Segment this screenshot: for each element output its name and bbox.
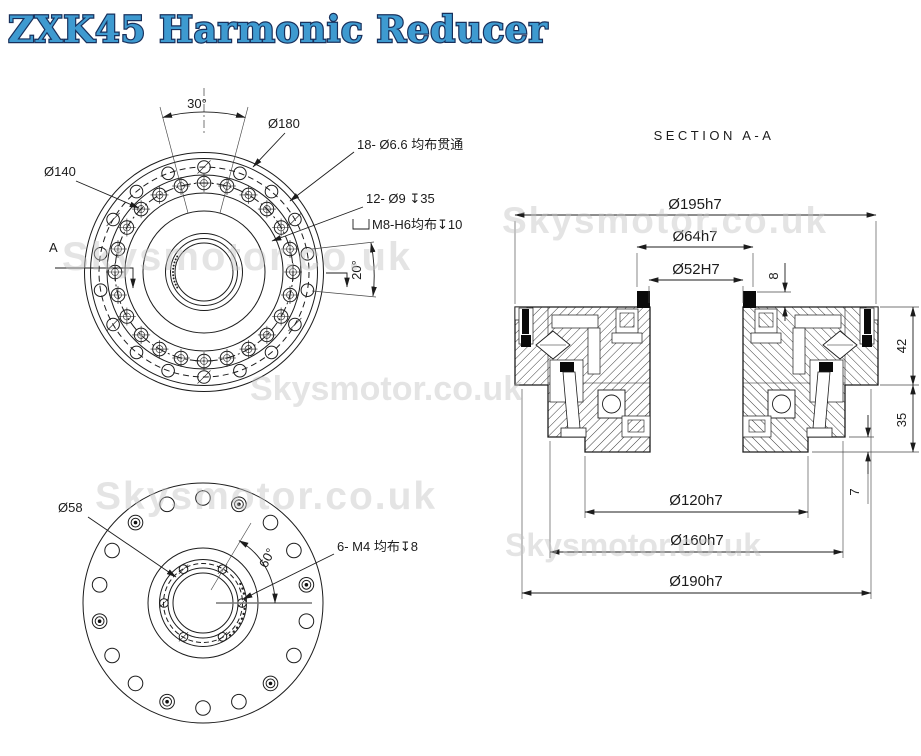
note-18-holes: 18- Ø6.6 均布贯通: [357, 137, 463, 152]
leader-dia-58: [87, 516, 177, 578]
dim-8: 8: [766, 272, 781, 279]
outer-seal: [522, 309, 529, 334]
section-cut-arrow: [55, 267, 136, 289]
dim-dia-180: Ø180: [268, 116, 300, 131]
watermark-text: Skysmotor.co.uk: [95, 475, 437, 518]
section-title: SECTION A-A: [654, 128, 775, 143]
dim-dia-58: Ø58: [58, 500, 83, 515]
dim-35: 35: [894, 413, 909, 427]
note-12-holes: 12- Ø9 ↧35: [366, 191, 435, 206]
ball-bearing: [602, 394, 621, 414]
watermark-text: Skysmotor.co.uk: [502, 200, 828, 241]
dim-angle-30: 30°: [187, 96, 207, 111]
section-left-half: [514, 291, 651, 453]
bottom-view: 60° Ø58 6- M4 均布↧8: [58, 482, 418, 724]
note-m8-thread: M8-H6均布↧10: [372, 217, 462, 232]
leader-dia-140: [75, 180, 140, 209]
front-inner-screw-holes: [106, 174, 302, 370]
bottom-outer-bolt-holes: [91, 490, 315, 716]
watermark-text: Skysmotor.co.uk: [505, 527, 761, 563]
datum-pointer: [326, 272, 350, 288]
front-outer-bolt-holes: [93, 160, 315, 384]
section-right-half: [742, 290, 879, 453]
section-cut-label: A: [49, 240, 58, 255]
watermark-text: Skysmotor.co.uk: [250, 370, 522, 408]
dim-dia-195: Ø195h7: [668, 196, 721, 213]
watermarks: Skysmotor.co.uk Skysmotor.co.uk Skysmoto…: [62, 200, 828, 563]
bolt-head: [560, 362, 574, 372]
dim-angle-60: 60°: [256, 546, 278, 570]
dim-arc-60: [238, 540, 278, 604]
dim-angle-20: 20°: [349, 260, 364, 280]
front-bore-engraving: [172, 255, 179, 289]
leader-dia-180: [252, 132, 286, 168]
dim-dia-140: Ø140: [44, 164, 76, 179]
counterbore-icon: [352, 219, 370, 230]
leader-18-holes: [289, 151, 355, 202]
watermark-text: Skysmotor.co.uk: [62, 235, 412, 279]
front-d180-circle: [90, 158, 318, 386]
leader-m4-screws: [242, 553, 335, 600]
bottom-outer-circle: [82, 482, 324, 724]
dim-arc-20: [370, 242, 377, 297]
dim-42: 42: [894, 339, 909, 353]
front-outer-circle: [84, 152, 324, 392]
leader-12-holes: [271, 206, 364, 242]
dim-dia-190: Ø190h7: [669, 573, 722, 590]
dim-dia-52: Ø52H7: [672, 261, 720, 278]
dim-dia-160: Ø160h7: [670, 532, 723, 549]
dim-arc-30: [162, 111, 246, 118]
note-m4-screws: 6- M4 均布↧8: [337, 539, 418, 554]
section-view: SECTION A-A: [514, 128, 919, 599]
dim-7: 7: [847, 488, 862, 495]
dim-dia-64: Ø64h7: [672, 228, 717, 245]
dim-dia-120: Ø120h7: [669, 492, 722, 509]
page-title: ZXK45 Harmonic Reducer: [8, 9, 548, 51]
front-view: 30° Ø180 18- Ø6.6 均布贯通 12- Ø9 ↧35 M8-H6均…: [44, 88, 463, 392]
bore-seal: [637, 291, 650, 308]
front-center-bore: [165, 233, 243, 311]
